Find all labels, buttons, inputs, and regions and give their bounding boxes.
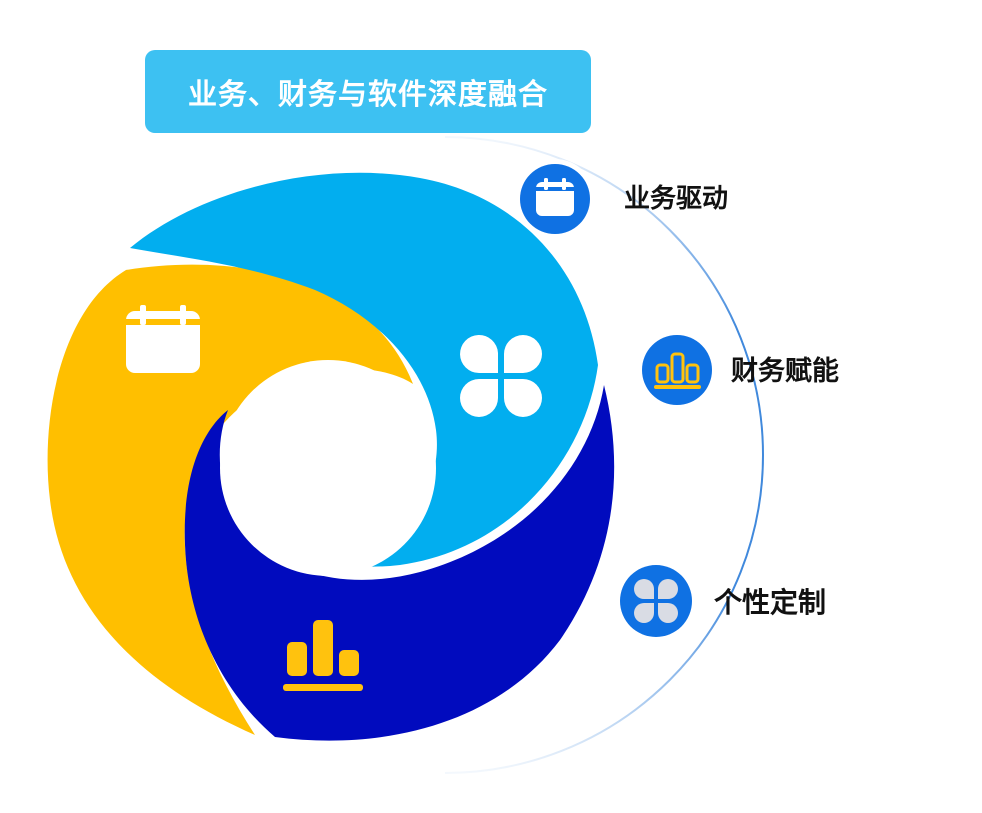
calendar-icon: [126, 305, 200, 373]
center-hole: [220, 360, 436, 576]
calendar-icon: [536, 178, 574, 216]
bar-chart-icon: [283, 620, 363, 691]
bar-chart-icon: [654, 352, 701, 389]
legend-label-finance: 财务赋能: [731, 356, 839, 387]
segment-yellow: [47, 264, 414, 735]
node-finance: [637, 330, 717, 410]
legend-label-custom: 个性定制: [714, 586, 827, 619]
legend-label-business: 业务驱动: [624, 184, 729, 214]
node-business: [515, 159, 595, 239]
diagram-title: 业务、财务与软件深度融合: [187, 76, 548, 111]
clover-icon: [460, 335, 542, 417]
orbit-arc: [444, 136, 764, 774]
title-banner: 业务、财务与软件深度融合: [145, 50, 591, 133]
clover-icon: [634, 579, 678, 623]
node-custom: [616, 561, 696, 641]
segment-cyan: [130, 172, 598, 567]
